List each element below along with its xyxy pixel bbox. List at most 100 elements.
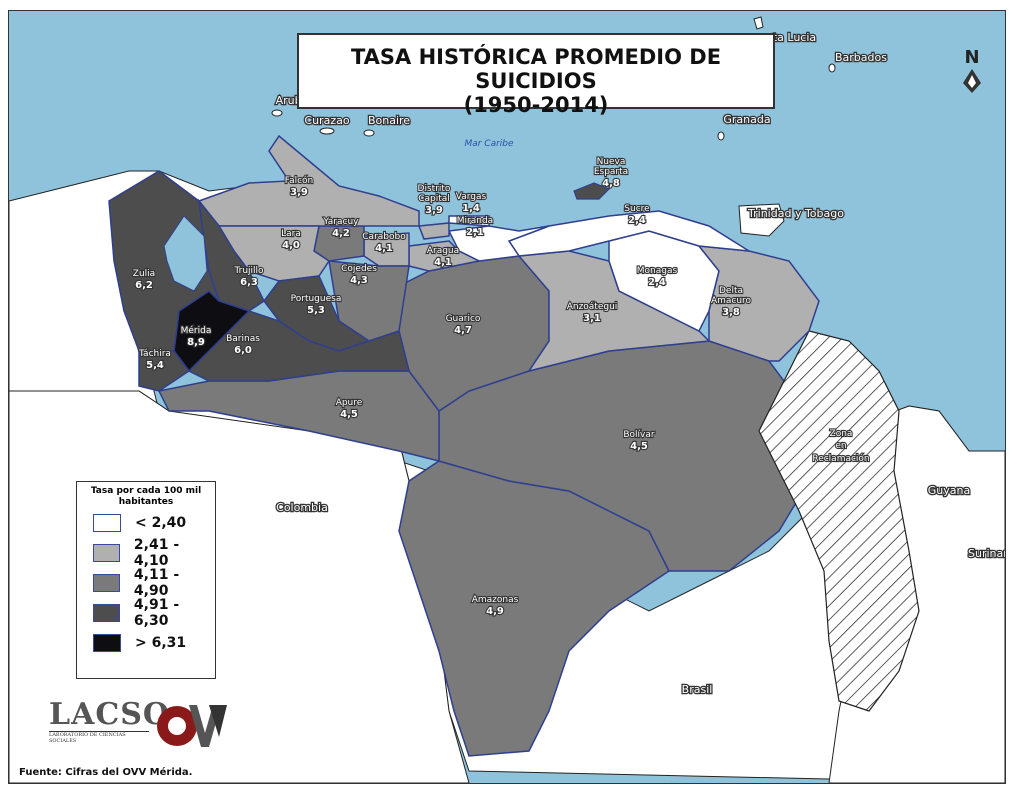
state-name-label: Delta bbox=[719, 286, 743, 296]
state-value-label: 5,3 bbox=[307, 305, 325, 316]
state-name-label: Carabobo bbox=[362, 232, 406, 242]
state-name-label: Cojedes bbox=[341, 264, 377, 274]
state-value-label: 4,9 bbox=[486, 606, 504, 617]
state-value-label: 4,2 bbox=[332, 228, 350, 239]
state-value-label: 3,8 bbox=[722, 307, 740, 318]
state-name-label: Barinas bbox=[226, 334, 260, 344]
legend-label: 4,91 - 6,30 bbox=[133, 597, 180, 629]
state-value-label: 8,9 bbox=[187, 337, 205, 348]
legend-item: < 2,40 bbox=[93, 508, 215, 538]
state-value-label: 4,7 bbox=[454, 325, 472, 336]
zona-label: en bbox=[835, 441, 846, 451]
legend-item: 4,11 - 4,90 bbox=[93, 567, 215, 599]
legend-item: 2,41 - 4,10 bbox=[93, 537, 215, 569]
legend-swatch bbox=[93, 514, 121, 532]
state-value-label: 1,4 bbox=[462, 203, 480, 214]
place-label: Surinam bbox=[968, 547, 1005, 560]
place-label: Bonaire bbox=[368, 114, 410, 127]
state-name-label: Yaracuy bbox=[323, 217, 360, 227]
state-name-label: Portuguesa bbox=[291, 294, 342, 304]
lake-maracaibo bbox=[163, 215, 208, 292]
state-name-label: Lara bbox=[281, 229, 301, 239]
state-value-label: 4,8 bbox=[602, 178, 620, 189]
state-name-label: Nueva bbox=[597, 157, 626, 167]
zona-label: Zona bbox=[830, 429, 853, 439]
state-name-label: Amacuro bbox=[711, 296, 752, 306]
state-value-label: 4,3 bbox=[350, 275, 368, 286]
state-name-label: Trujillo bbox=[233, 266, 264, 276]
legend-item: 4,91 - 6,30 bbox=[93, 597, 215, 629]
state-name-label: Distrito bbox=[418, 184, 451, 194]
state-value-label: 4,5 bbox=[340, 409, 358, 420]
state-value-label: 4,5 bbox=[630, 441, 648, 452]
state-value-label: 4,1 bbox=[375, 243, 393, 254]
island-barbados bbox=[828, 63, 836, 73]
state-value-label: 5,4 bbox=[146, 360, 164, 371]
zona-en-reclamacion[interactable] bbox=[758, 330, 920, 712]
state-value-label: 3,9 bbox=[290, 187, 308, 198]
legend-item: > 6,31 bbox=[93, 628, 215, 658]
place-label: Guyana bbox=[928, 484, 970, 497]
state-name-label: Bolívar bbox=[623, 430, 655, 440]
state-name-label: Aragua bbox=[427, 246, 459, 256]
state-name-label: Miranda bbox=[457, 216, 493, 226]
state-name-label: Falcón bbox=[285, 175, 314, 186]
place-label: Trinidad y Tobago bbox=[747, 207, 844, 220]
island-bonaire bbox=[363, 129, 375, 137]
state-name-label: Vargas bbox=[456, 192, 487, 202]
place-label: Brasil bbox=[682, 683, 713, 696]
legend-swatch bbox=[93, 604, 120, 622]
legend-title: Tasa por cada 100 mil habitantes bbox=[90, 486, 202, 507]
state-name-label: Sucre bbox=[624, 204, 650, 214]
state-delta-amacuro[interactable] bbox=[697, 245, 820, 362]
state-value-label: 4,1 bbox=[434, 257, 452, 268]
state-name-label: Guarico bbox=[446, 314, 481, 324]
lacso-logo: LACSO LABORATORIO DE CIENCIAS SOCIALES bbox=[49, 697, 171, 745]
state-name-label: Amazonas bbox=[472, 595, 519, 605]
north-label: N bbox=[964, 47, 980, 68]
title-line2: (1950-2014) bbox=[463, 93, 609, 117]
island-santa-lucia bbox=[753, 16, 764, 30]
island-aruba bbox=[271, 109, 283, 117]
state-vargas[interactable] bbox=[448, 215, 490, 227]
north-arrow-icon bbox=[963, 69, 981, 93]
state-value-label: 4,0 bbox=[282, 240, 300, 251]
state-zulia[interactable] bbox=[108, 170, 220, 352]
legend-swatch bbox=[93, 574, 120, 592]
lacso-logo-text: LACSO bbox=[49, 697, 171, 732]
state-value-label: 3,9 bbox=[425, 205, 443, 216]
place-label: Barbados bbox=[835, 51, 887, 64]
state-value-label: 6,2 bbox=[135, 280, 153, 291]
legend-label: 4,11 - 4,90 bbox=[133, 567, 180, 599]
place-label: Granada bbox=[723, 113, 770, 126]
state-value-label: 2,1 bbox=[466, 227, 484, 238]
state-nueva-esparta[interactable] bbox=[573, 182, 611, 200]
state-name-label: Anzoátegui bbox=[567, 302, 618, 312]
place-label: Curazao bbox=[304, 114, 349, 127]
zona-label: Reclamación bbox=[812, 453, 869, 464]
state-name-label: Monagas bbox=[637, 266, 678, 276]
lacso-logo-subtitle: LABORATORIO DE CIENCIAS SOCIALES bbox=[49, 731, 149, 744]
map-title: TASA HISTÓRICA PROMEDIO DE SUICIDIOS (19… bbox=[297, 33, 775, 117]
legend-swatch bbox=[93, 544, 120, 562]
legend-label: < 2,40 bbox=[135, 515, 187, 531]
ovv-logo bbox=[157, 705, 227, 747]
place-label: Colombia bbox=[276, 501, 328, 514]
title-line1: TASA HISTÓRICA PROMEDIO DE SUICIDIOS bbox=[350, 45, 722, 93]
state-distrito-capital[interactable] bbox=[417, 222, 450, 240]
state-value-label: 2,4 bbox=[648, 277, 666, 288]
trinidad-land bbox=[738, 203, 785, 237]
place-label: nta Lucia bbox=[766, 31, 816, 44]
legend-swatch bbox=[93, 634, 121, 652]
state-name-label: Zulia bbox=[133, 269, 155, 279]
state-name-label: Capital bbox=[418, 194, 450, 204]
state-name-label: Mérida bbox=[181, 325, 212, 336]
state-value-label: 2,4 bbox=[628, 215, 646, 226]
state-anzoategui[interactable] bbox=[517, 250, 711, 373]
state-value-label: 6,3 bbox=[240, 277, 258, 288]
state-value-label: 3,1 bbox=[583, 313, 601, 324]
north-arrow: N bbox=[959, 49, 985, 105]
island-curazao bbox=[319, 127, 335, 135]
